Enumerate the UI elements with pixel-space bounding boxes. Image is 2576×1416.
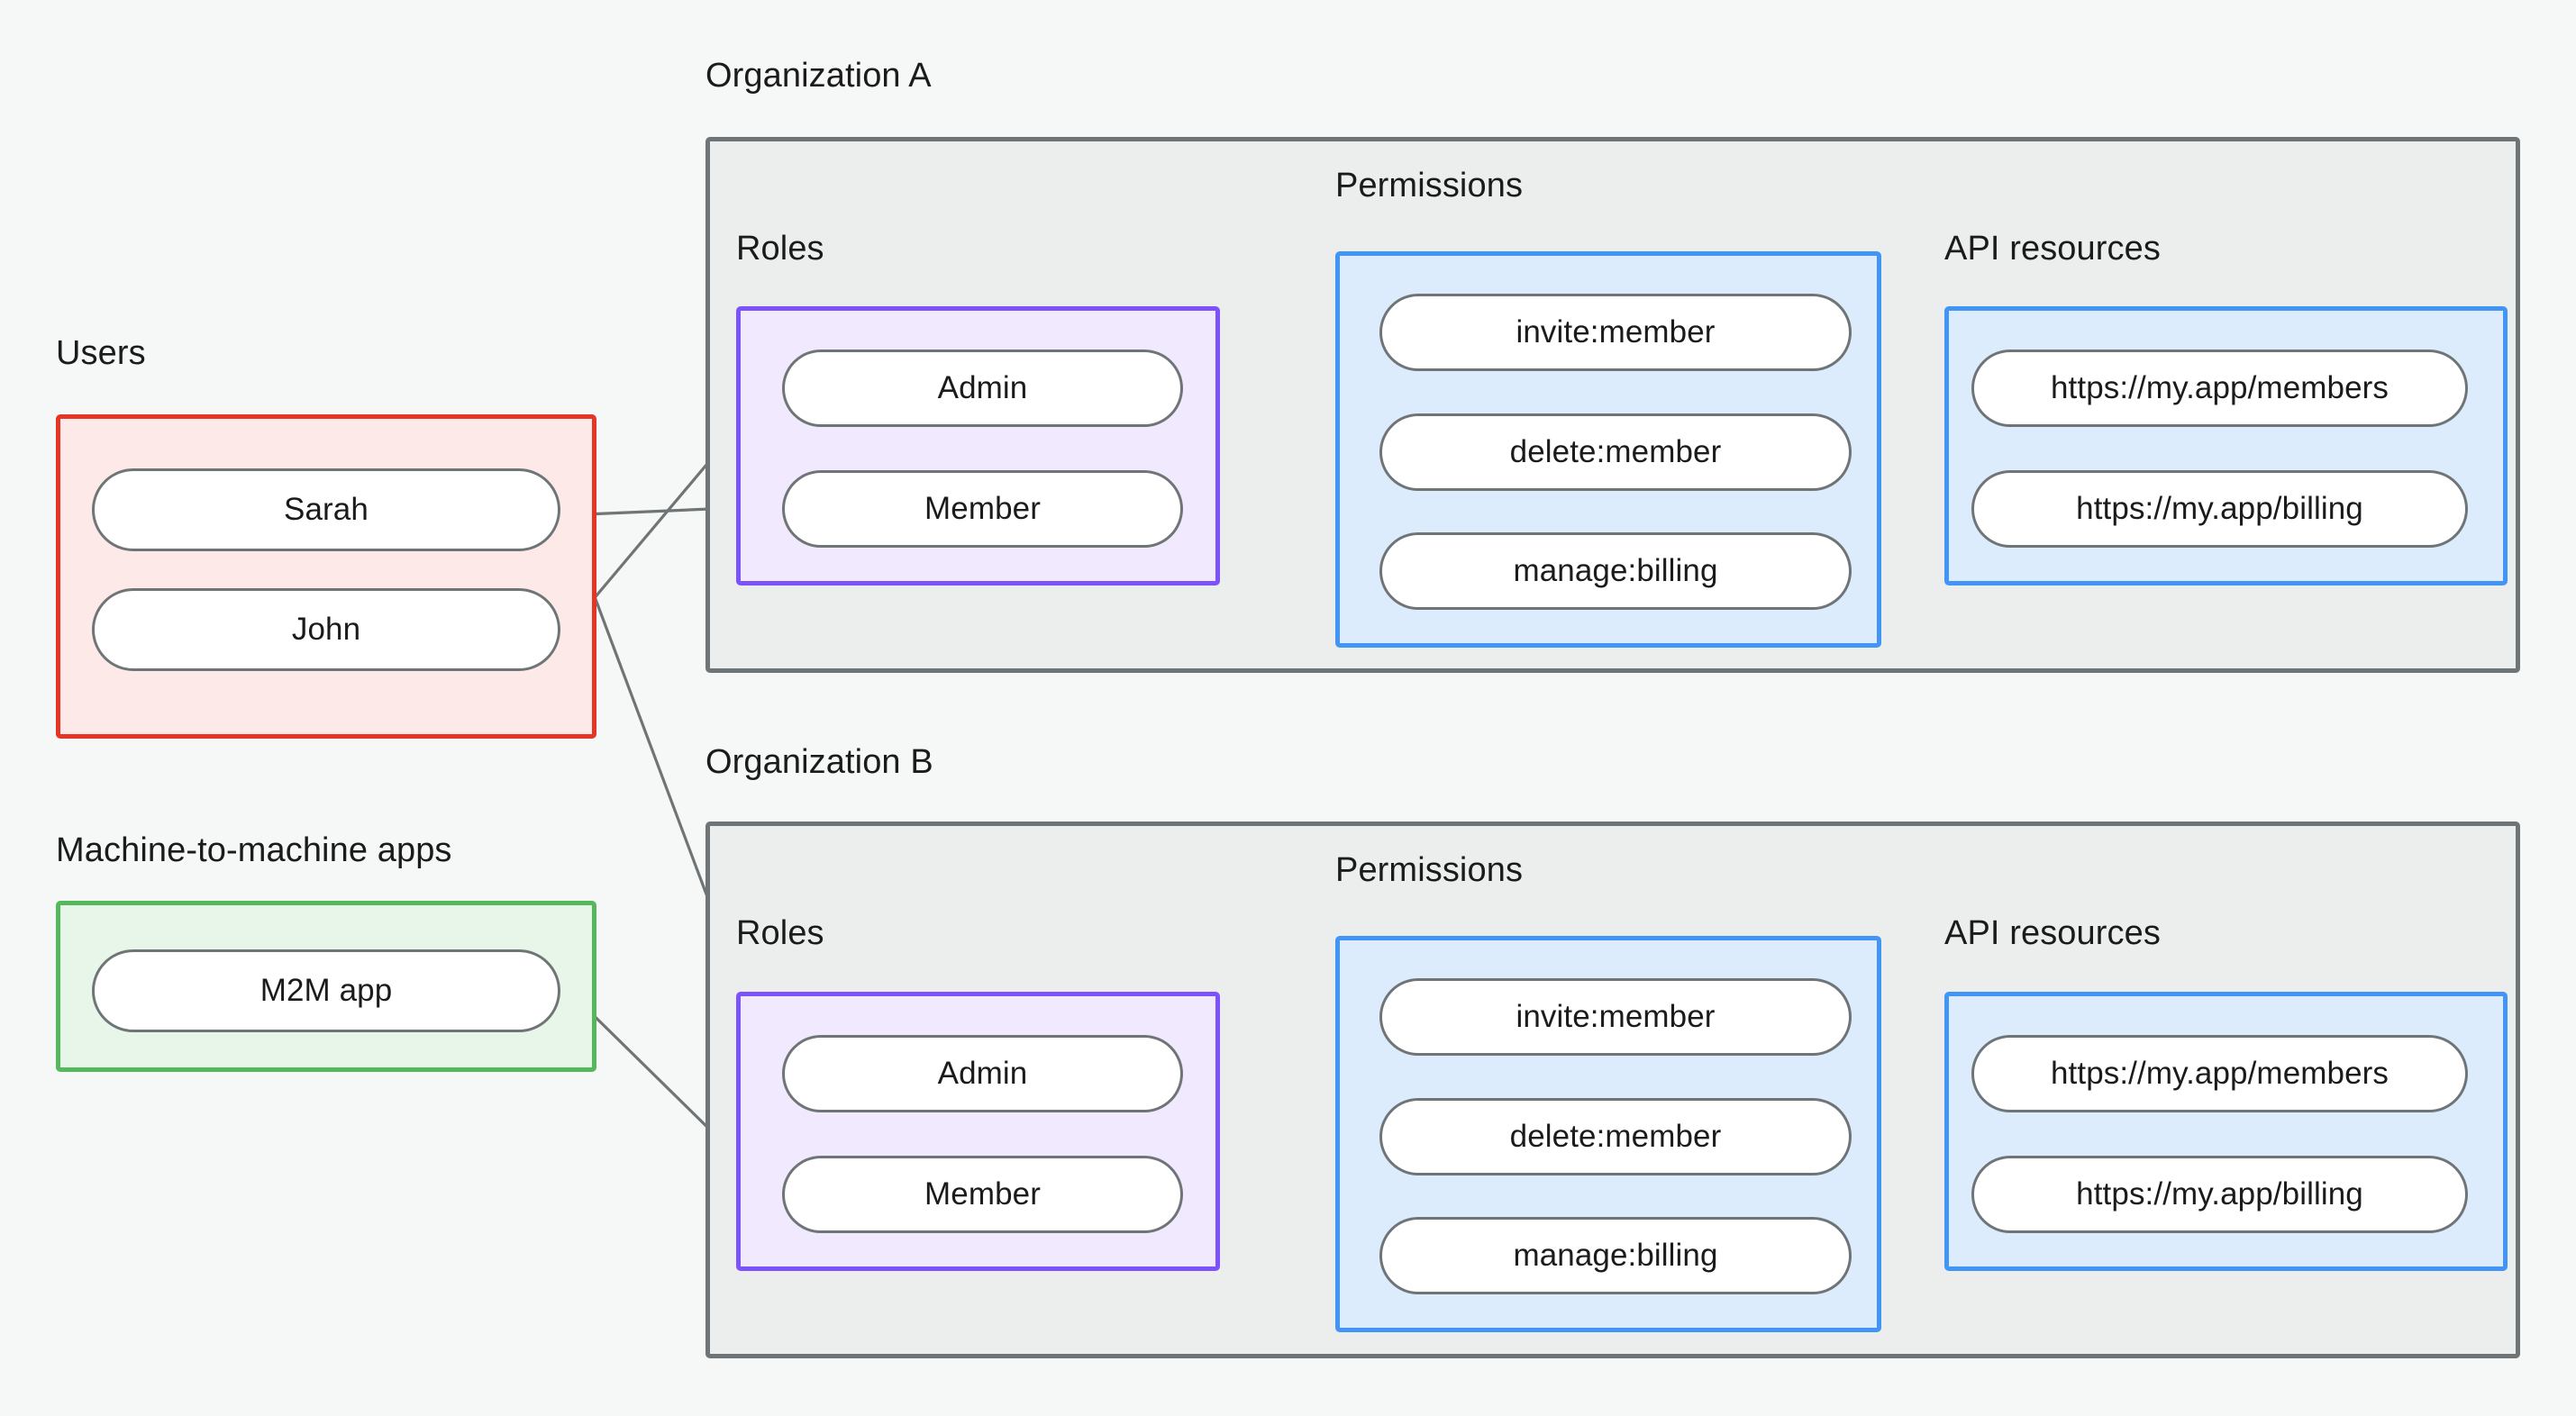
users-group-caption: Users [56, 334, 146, 372]
m2m-group-caption: Machine-to-machine apps [56, 831, 452, 869]
organization-a-caption: Organization A [705, 57, 932, 95]
orgB-role-node-admin[interactable]: Admin [782, 1035, 1183, 1112]
orgA-permission-node-invite-member[interactable]: invite:member [1379, 294, 1852, 371]
orgB-api-resources-box: https://my.app/members https://my.app/bi… [1944, 992, 2508, 1271]
organization-b-caption: Organization B [705, 743, 933, 781]
orgA-roles-caption: Roles [736, 230, 824, 268]
orgB-permission-node-manage-billing[interactable]: manage:billing [1379, 1217, 1852, 1294]
orgA-role-node-admin[interactable]: Admin [782, 349, 1183, 427]
orgB-permissions-caption: Permissions [1335, 851, 1524, 889]
orgA-api-resources-box: https://my.app/members https://my.app/bi… [1944, 306, 2508, 585]
user-node-john[interactable]: John [92, 588, 560, 671]
orgB-api-resources-caption: API resources [1944, 914, 2161, 952]
orgA-permission-node-delete-member[interactable]: delete:member [1379, 413, 1852, 491]
orgB-api-node-billing[interactable]: https://my.app/billing [1971, 1156, 2468, 1233]
orgB-permissions-box: invite:member delete:member manage:billi… [1335, 936, 1881, 1332]
orgA-api-node-members[interactable]: https://my.app/members [1971, 349, 2468, 427]
orgA-permissions-caption: Permissions [1335, 167, 1524, 204]
orgA-role-node-member[interactable]: Member [782, 470, 1183, 548]
organization-b-box: Roles Admin Member Permissions invite:me… [705, 821, 2520, 1358]
orgB-permission-node-delete-member[interactable]: delete:member [1379, 1098, 1852, 1175]
orgA-permissions-box: invite:member delete:member manage:billi… [1335, 251, 1881, 648]
orgA-api-resources-caption: API resources [1944, 230, 2161, 268]
organization-a-box: Roles Admin Member Permissions invite:me… [705, 137, 2520, 673]
users-group-box: Sarah John [56, 414, 596, 739]
m2m-group-box: M2M app [56, 901, 596, 1072]
orgB-roles-box: Admin Member [736, 992, 1220, 1271]
orgB-permission-node-invite-member[interactable]: invite:member [1379, 978, 1852, 1056]
orgB-role-node-member[interactable]: Member [782, 1156, 1183, 1233]
orgA-roles-box: Admin Member [736, 306, 1220, 585]
orgA-permission-node-manage-billing[interactable]: manage:billing [1379, 532, 1852, 610]
m2m-node-app[interactable]: M2M app [92, 949, 560, 1032]
orgA-api-node-billing[interactable]: https://my.app/billing [1971, 470, 2468, 548]
orgB-api-node-members[interactable]: https://my.app/members [1971, 1035, 2468, 1112]
user-node-sarah[interactable]: Sarah [92, 468, 560, 551]
orgB-roles-caption: Roles [736, 914, 824, 952]
